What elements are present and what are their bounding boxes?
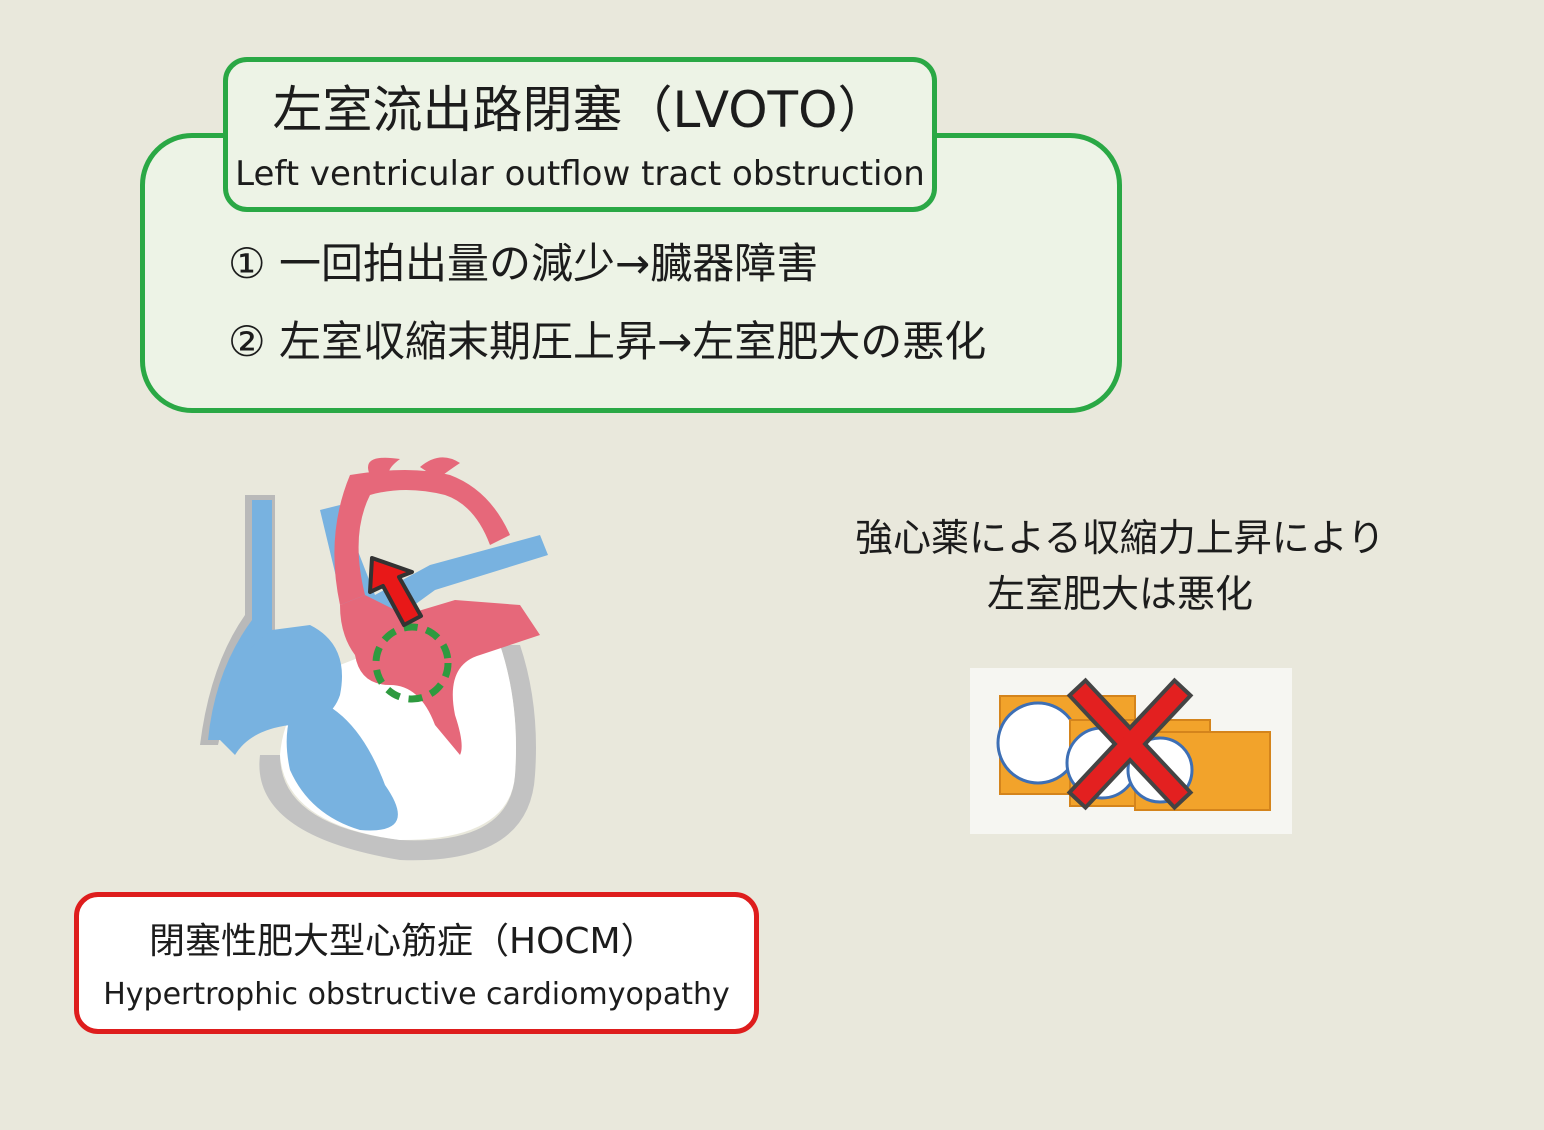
inotrope-warning-note: 強心薬による収縮力上昇により 左室肥大は悪化	[820, 510, 1420, 622]
hocm-title: 閉塞性肥大型心筋症（HOCM）	[149, 921, 657, 962]
heart-illustration	[200, 457, 548, 861]
lvoto-point-1: ① 一回拍出量の減少→臓器障害	[228, 239, 819, 288]
cross-mark-icon	[1066, 677, 1194, 811]
lvoto-point-2: ② 左室収縮末期圧上昇→左室肥大の悪化	[228, 317, 987, 366]
lvoto-title: 左室流出路閉塞（LVOTO）	[272, 81, 888, 139]
note-line-2: 左室肥大は悪化	[986, 572, 1253, 616]
lvoto-subtitle: Left ventricular outflow tract obstructi…	[235, 154, 925, 194]
hocm-label-box: 閉塞性肥大型心筋症（HOCM） Hypertrophic obstructive…	[74, 892, 759, 1034]
red-arrow-icon	[368, 556, 423, 627]
note-line-1: 強心薬による収縮力上昇により	[854, 516, 1386, 560]
dashed-circle-marker	[372, 623, 452, 703]
medicine-package-image	[970, 668, 1292, 834]
hocm-subtitle: Hypertrophic obstructive cardiomyopathy	[103, 977, 730, 1012]
lvoto-title-box: 左室流出路閉塞（LVOTO） Left ventricular outflow …	[223, 57, 937, 212]
